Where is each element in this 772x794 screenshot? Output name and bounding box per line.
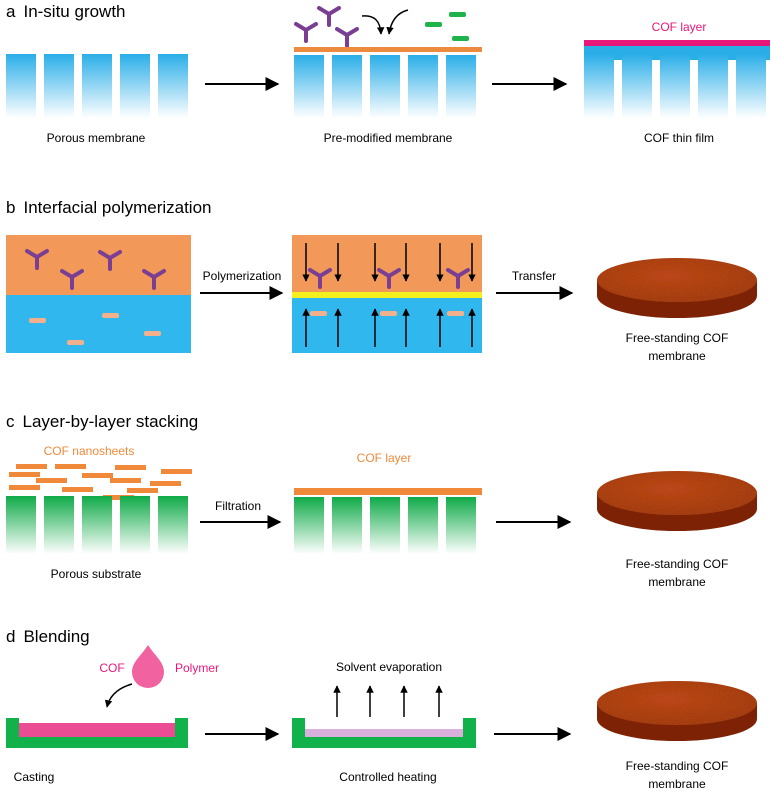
cof-thin-film <box>584 40 770 118</box>
label-polymerization: Polymerization <box>203 269 282 283</box>
up-arrows <box>302 308 476 347</box>
label-transfer: Transfer <box>512 269 556 283</box>
two-phase-system <box>6 235 191 353</box>
free-standing-cof-membrane-disc <box>597 258 757 318</box>
caption-porous-membrane: Porous membrane <box>47 131 146 145</box>
label-cof-layer-c: COF layer <box>357 451 412 465</box>
casting-mold <box>6 718 188 748</box>
label-cof-layer-a: COF layer <box>652 20 707 34</box>
heating-mold <box>292 718 476 748</box>
linear-linkers <box>425 12 469 41</box>
free-standing-cof-membrane-disc <box>597 681 757 741</box>
caption-casting: Casting <box>14 770 55 784</box>
caption-controlled-heating: Controlled heating <box>339 770 436 784</box>
result-label-b-line1: Free-standing COF <box>626 331 729 345</box>
result-label-c-line1: Free-standing COF <box>626 557 729 571</box>
label-solvent-evaporation: Solvent evaporation <box>336 660 442 674</box>
evaporation-arrows <box>333 685 443 717</box>
result-label-c-line2: membrane <box>648 575 706 589</box>
triangular-monomers <box>294 6 359 48</box>
down-arrows <box>302 243 476 282</box>
caption-porous-substrate: Porous substrate <box>51 567 142 581</box>
free-standing-cof-membrane-disc <box>597 471 757 531</box>
interface-polymerization <box>292 235 482 353</box>
caption-pre-modified-membrane: Pre-modified membrane <box>324 131 453 145</box>
result-label-b-line2: membrane <box>648 349 706 363</box>
cof-nanosheets <box>9 464 192 500</box>
curved-arrow-left <box>361 15 385 35</box>
label-cof-nanosheets: COF nanosheets <box>44 444 135 458</box>
droplet-icon <box>132 645 164 688</box>
result-label-d-line2: membrane <box>648 777 706 791</box>
caption-cof-thin-film: COF thin film <box>644 131 714 145</box>
result-label-d-line1: Free-standing COF <box>626 759 729 773</box>
pre-modified-membrane <box>294 47 482 118</box>
curved-arrow-right <box>386 9 409 35</box>
stacked-cof-layer <box>294 488 482 554</box>
label-polymer: Polymer <box>175 661 219 675</box>
pour-arrow <box>104 683 133 708</box>
porous-membrane <box>6 54 188 118</box>
label-filtration: Filtration <box>215 499 261 513</box>
label-cof-d: COF <box>99 661 124 675</box>
porous-substrate <box>6 496 188 554</box>
